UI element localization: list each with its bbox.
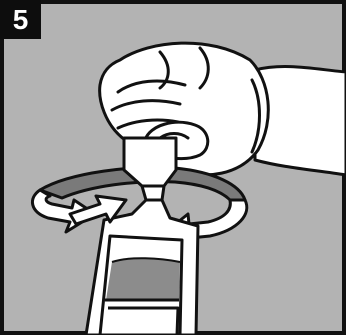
vial-twist-tab bbox=[124, 138, 176, 186]
step-number-badge: 5 bbox=[0, 0, 41, 39]
